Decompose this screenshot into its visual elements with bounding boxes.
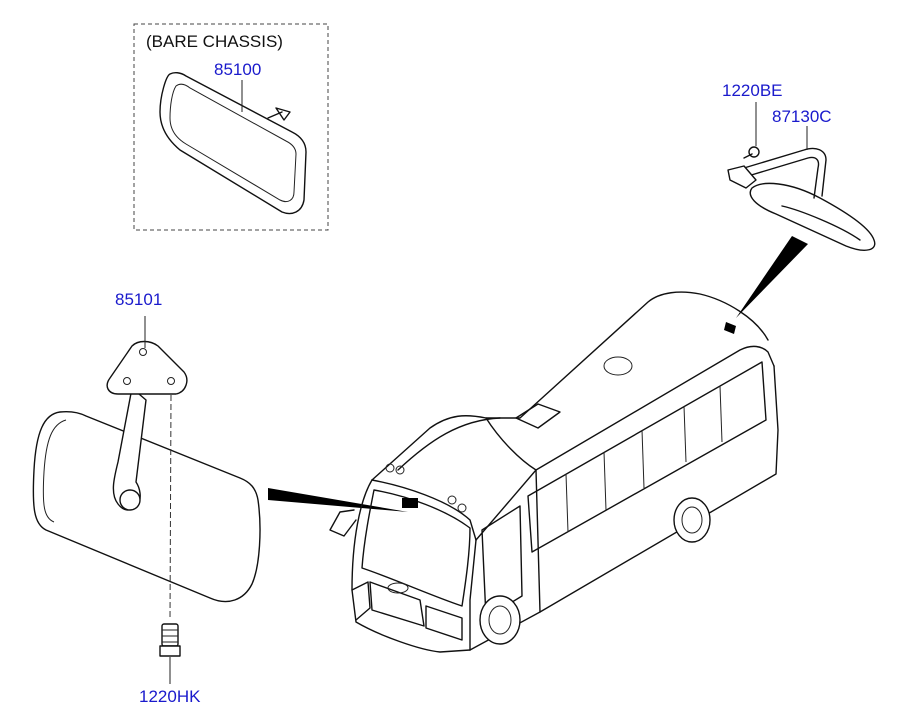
bare-chassis-label: (BARE CHASSIS) [146, 32, 283, 51]
screw-1220be[interactable] [743, 102, 760, 159]
part-label-85100[interactable]: 85100 [214, 60, 262, 79]
bolt-1220hk[interactable] [159, 623, 181, 684]
part-label-87130c[interactable]: 87130C [772, 107, 832, 126]
mirror-85100[interactable] [159, 71, 307, 215]
mirror-87130c[interactable] [727, 126, 876, 251]
part-label-85101[interactable]: 85101 [115, 290, 163, 309]
pointer-wedge-left [268, 488, 408, 512]
mirror-85101[interactable] [32, 316, 261, 621]
part-label-1220hk[interactable]: 1220HK [139, 687, 201, 706]
bus-illustration [329, 291, 779, 653]
pointer-wedge-upper [736, 236, 808, 318]
bare-chassis-box [133, 23, 329, 231]
part-label-1220be[interactable]: 1220BE [722, 81, 783, 100]
